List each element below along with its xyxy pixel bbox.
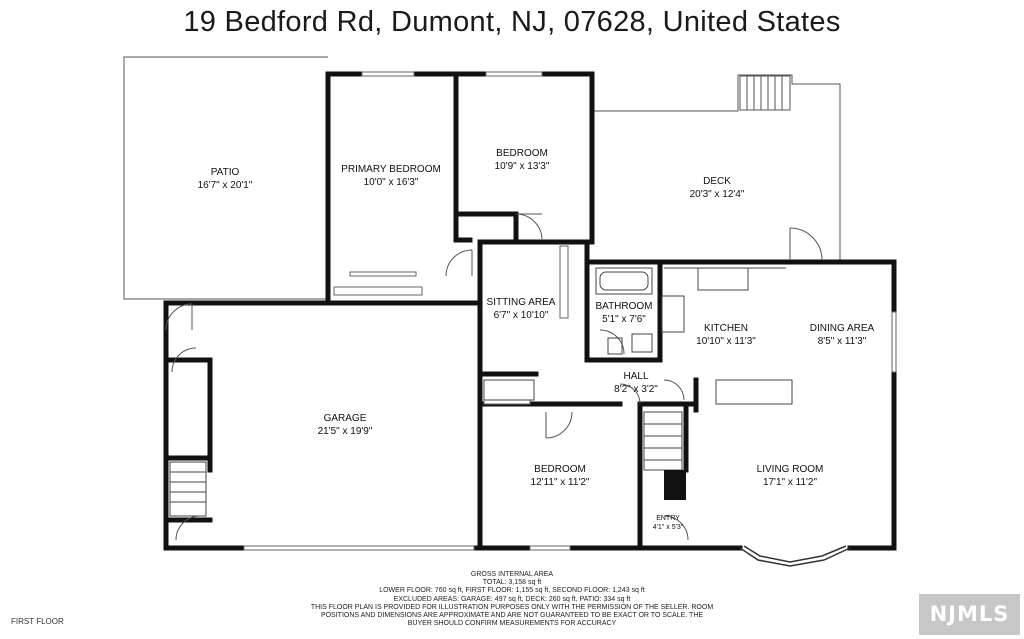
notes-excluded: EXCLUDED AREAS: GARAGE: 497 sq ft, DECK:… bbox=[393, 595, 631, 603]
floor-label: FIRST FLOOR bbox=[11, 617, 64, 626]
bay-window bbox=[739, 545, 851, 567]
notes-disclaimer-3: BUYER SHOULD CONFIRM MEASUREMENTS FOR AC… bbox=[407, 620, 617, 628]
patio-outline bbox=[123, 56, 328, 300]
notes-floors: LOWER FLOOR: 760 sq ft, FIRST FLOOR: 1,1… bbox=[379, 587, 645, 595]
notes-total: TOTAL: 3,158 sq ft bbox=[482, 579, 542, 587]
windows bbox=[243, 71, 897, 551]
stairs bbox=[169, 379, 683, 517]
area-notes: GROSS INTERNAL AREA TOTAL: 3,158 sq ft L… bbox=[0, 571, 1024, 628]
notes-heading: GROSS INTERNAL AREA bbox=[470, 571, 554, 578]
notes-disclaimer-1: THIS FLOOR PLAN IS PROVIDED FOR ILLUSTRA… bbox=[310, 603, 714, 611]
entry-closet bbox=[664, 470, 686, 500]
njmls-logo: NJMLS bbox=[919, 594, 1020, 635]
fixtures bbox=[595, 267, 793, 405]
page-title: 19 Bedford Rd, Dumont, NJ, 07628, United… bbox=[183, 6, 841, 38]
doors bbox=[165, 213, 823, 541]
notes-disclaimer-2: POSITIONS AND DIMENSIONS ARE APPROXIMATE… bbox=[320, 612, 704, 620]
logo-text: NJMLS bbox=[929, 602, 1010, 626]
deck-outline bbox=[592, 74, 841, 263]
